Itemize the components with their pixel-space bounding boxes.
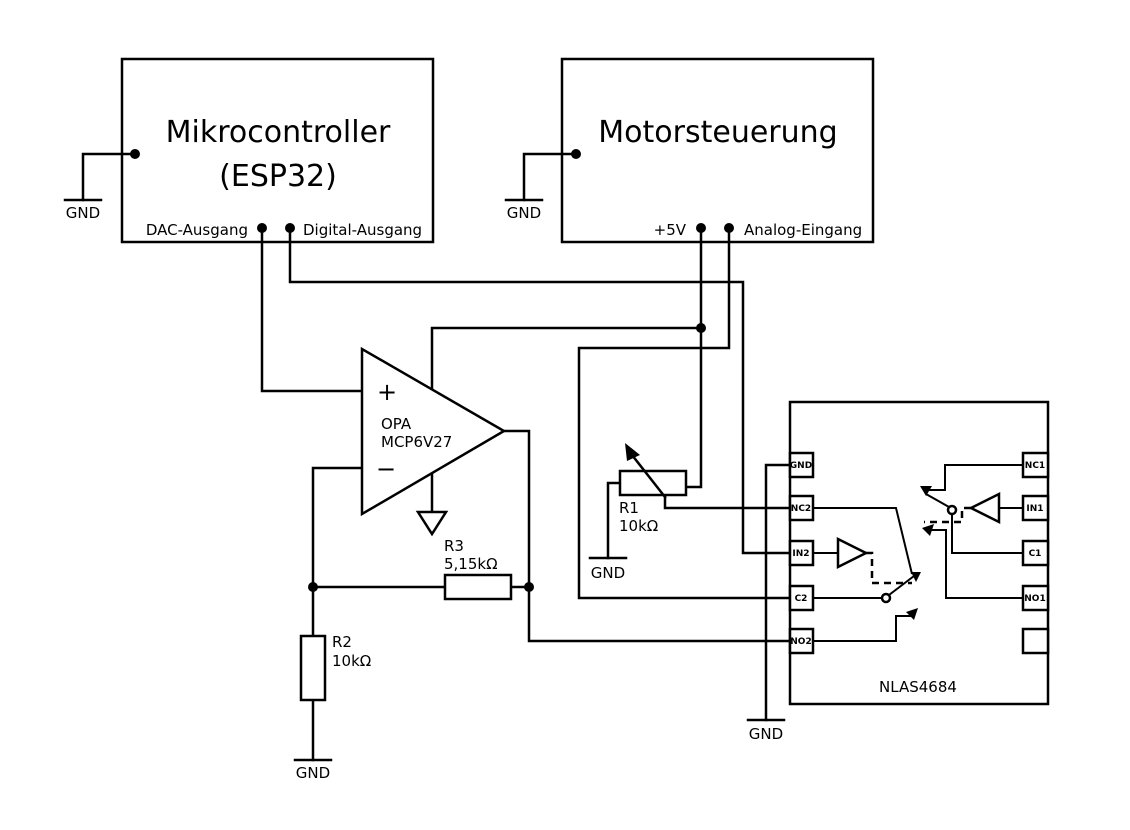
- pin-in1-label: IN1: [1026, 504, 1043, 514]
- switch1-control-link: [924, 506, 971, 524]
- wire-ic-gnd: [764, 463, 792, 722]
- r1-name: R1: [619, 499, 639, 517]
- switch2-common-node: [880, 592, 892, 604]
- r2-gnd-label: GND: [296, 764, 330, 782]
- motor-control-title: Motorsteuerung: [598, 115, 837, 150]
- pin-c2-label: C2: [795, 594, 808, 604]
- potentiometer-r1: R1 10kΩ: [618, 443, 688, 535]
- junction-5v: [696, 323, 706, 333]
- opamp-plus-sign: +: [377, 378, 397, 406]
- pin-c1: [1021, 539, 1050, 567]
- switch1-nc-contact: [920, 486, 932, 496]
- mcu-ground: GND: [63, 152, 137, 222]
- wire-digital-to-in2: [288, 226, 792, 555]
- analog-input-label: Analog-Eingang: [744, 221, 862, 239]
- switch2-no-contact: [906, 608, 918, 620]
- wire-5v-to-opamp-supply: [430, 326, 703, 394]
- r1-gnd-label: GND: [591, 564, 625, 582]
- motor-ground: GND: [504, 152, 578, 222]
- junctions: [308, 323, 706, 592]
- pin-gnd: [788, 451, 815, 479]
- pin-no2-label: NO2: [790, 637, 811, 647]
- r2-name: R2: [332, 633, 352, 651]
- switch-ic-name: NLAS4684: [879, 678, 957, 696]
- pin-gnd-label: GND: [790, 461, 812, 471]
- pin-nc1-label: NC1: [1025, 461, 1045, 471]
- opamp-label: OPA: [381, 415, 412, 433]
- analog-switch-ic: NLAS4684 GND NC2 IN2 C2 NO2 NC1 IN1 C1 N…: [788, 400, 1050, 706]
- junction-minus: [308, 582, 318, 592]
- r2-value: 10kΩ: [332, 652, 371, 670]
- switch2-nc-contact: [911, 572, 921, 582]
- wires: [260, 226, 792, 762]
- switch1-internals: [920, 464, 1023, 599]
- wire-5v-to-r1: [684, 226, 703, 489]
- wire-minus-to-divider: [311, 466, 366, 638]
- junction-output: [524, 582, 534, 592]
- switch2-internals: [813, 507, 921, 642]
- microcontroller-title: Mikrocontroller: [166, 115, 391, 150]
- dac-output-label: DAC-Ausgang: [146, 221, 248, 239]
- wire-dac-to-plus: [260, 226, 366, 393]
- wire-analog-to-c2: [577, 226, 792, 600]
- switch1-buffer: [968, 491, 1001, 525]
- plus5v-label: +5V: [654, 221, 687, 239]
- microcontroller-box: [120, 57, 435, 244]
- switch1-no-contact: [922, 524, 934, 536]
- r1-wiper-line: [630, 453, 667, 499]
- switch2-control-link: [866, 551, 912, 585]
- opamp-ground-symbol: [415, 510, 449, 537]
- r1-ground: GND: [588, 556, 628, 582]
- switch2-buffer: [836, 536, 869, 570]
- r3-body: [443, 573, 513, 601]
- r2-body: [299, 634, 327, 702]
- pin-unused: [1021, 627, 1050, 655]
- opamp-part-number: MCP6V27: [381, 433, 452, 451]
- pin-no1-label: NO1: [1024, 594, 1045, 604]
- ic-gnd-label: GND: [749, 725, 783, 743]
- motor-control-block: Motorsteuerung +5V Analog-Eingang: [560, 57, 875, 244]
- wire-wiper-to-nc2: [663, 493, 792, 510]
- microcontroller-subtitle: (ESP32): [219, 159, 337, 194]
- motor-control-box: [560, 57, 875, 244]
- wire-output-to-no2: [502, 429, 792, 643]
- opamp: + − OPA MCP6V27: [360, 346, 507, 517]
- pin-in2-label: IN2: [792, 549, 809, 559]
- ic-ground: GND: [746, 718, 786, 743]
- r1-value: 10kΩ: [619, 517, 658, 535]
- digital-output-label: Digital-Ausgang: [303, 221, 422, 239]
- resistor-r3: R3 5,15kΩ: [443, 537, 513, 601]
- r3-value: 5,15kΩ: [444, 555, 498, 573]
- r2-ground: GND: [293, 758, 333, 782]
- switch1-blade: [925, 493, 950, 508]
- pin-nc2-label: NC2: [791, 504, 811, 514]
- r1-wiper-arrow: [625, 443, 640, 461]
- switch1-common-node: [946, 504, 958, 516]
- switch2-blade: [888, 575, 915, 596]
- resistor-r2: R2 10kΩ: [299, 633, 371, 702]
- pin-c1-label: C1: [1029, 549, 1042, 559]
- microcontroller-block: Mikrocontroller (ESP32) DAC-Ausgang Digi…: [120, 57, 435, 244]
- mcu-gnd-label: GND: [66, 204, 100, 222]
- opamp-minus-sign: −: [376, 455, 396, 483]
- r3-name: R3: [444, 537, 464, 555]
- motor-gnd-label: GND: [507, 204, 541, 222]
- opamp-triangle: [360, 346, 507, 517]
